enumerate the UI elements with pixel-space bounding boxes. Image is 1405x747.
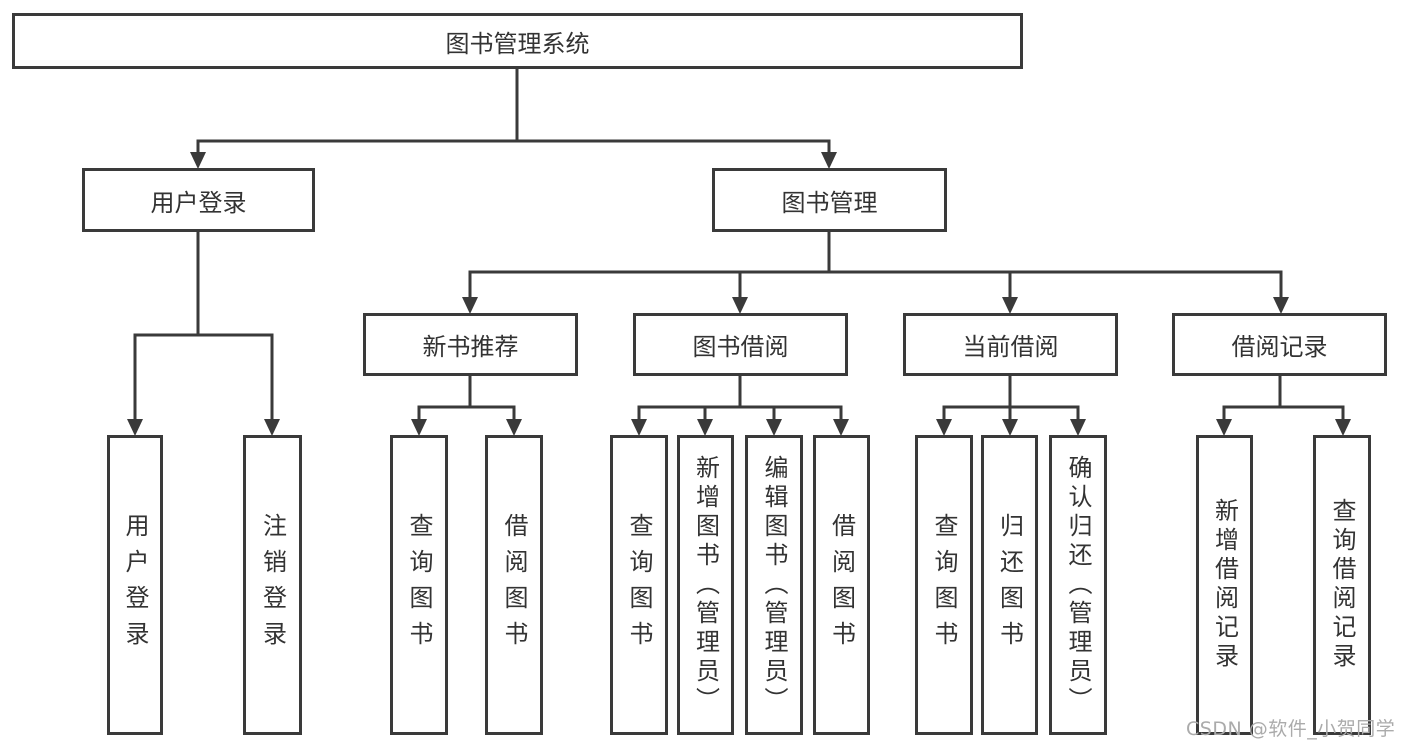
node-book-borrowing-label: 图书借阅 [692,333,789,361]
leaf-return-book: 归还图书 [981,435,1038,735]
csdn-watermark: CSDN @软件_小贺同学 [1186,718,1396,740]
leaf-query-books-recommend-label: 查询图书 [405,513,433,657]
leaf-query-books-current-label: 查询图书 [930,513,958,657]
leaf-query-borrow-record: 查询借阅记录 [1313,435,1371,735]
leaf-query-books-borrow: 查询图书 [610,435,668,735]
leaf-add-borrow-record-label: 新增借阅记录 [1210,498,1239,672]
leaf-edit-book-admin: 编辑图书（管理员） [745,435,803,735]
leaf-query-books-recommend: 查询图书 [390,435,448,735]
leaf-return-book-label: 归还图书 [995,513,1024,657]
node-book-management: 图书管理 [712,168,947,232]
leaf-borrow-books-recommend: 借阅图书 [485,435,543,735]
leaf-logout-label: 注销登录 [258,513,287,657]
leaf-borrow-books-label: 借阅图书 [827,513,856,657]
leaf-borrow-books: 借阅图书 [813,435,870,735]
leaf-borrow-books-recommend-label: 借阅图书 [500,513,528,657]
node-new-book-recommend: 新书推荐 [363,313,578,376]
leaf-confirm-return-admin-label: 确认归还（管理员） [1064,454,1092,716]
node-book-borrowing: 图书借阅 [633,313,848,376]
leaf-query-books-borrow-label: 查询图书 [625,513,653,657]
node-book-management-label: 图书管理 [781,188,878,217]
leaf-query-books-current: 查询图书 [915,435,973,735]
leaf-add-book-admin-label: 新增图书（管理员） [691,454,720,716]
node-current-borrowing-label: 当前借阅 [962,333,1059,361]
leaf-user-login-label: 用户登录 [121,513,149,657]
leaf-confirm-return-admin: 确认归还（管理员） [1049,435,1107,735]
node-root-label: 图书管理系统 [445,29,590,58]
node-user-login-label: 用户登录 [150,188,247,217]
leaf-logout: 注销登录 [243,435,302,735]
leaf-query-borrow-record-label: 查询借阅记录 [1328,498,1356,672]
node-borrow-records-label: 借阅记录 [1231,333,1328,361]
node-current-borrowing: 当前借阅 [903,313,1118,376]
node-borrow-records: 借阅记录 [1172,313,1387,376]
leaf-user-login: 用户登录 [107,435,163,735]
leaf-add-book-admin: 新增图书（管理员） [677,435,734,735]
node-root: 图书管理系统 [12,13,1023,69]
leaf-edit-book-admin-label: 编辑图书（管理员） [760,454,788,716]
leaf-add-borrow-record: 新增借阅记录 [1196,435,1253,735]
node-user-login: 用户登录 [82,168,315,232]
node-new-book-recommend-label: 新书推荐 [422,333,519,361]
